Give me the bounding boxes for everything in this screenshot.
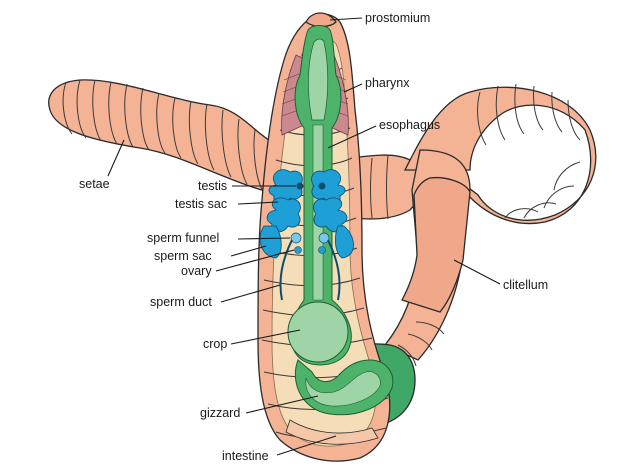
- leader-sperm-duct: [220, 284, 281, 303]
- label-intestine: intestine: [222, 449, 269, 463]
- leader-prostomium: [329, 17, 363, 21]
- label-esophagus: esophagus: [379, 118, 440, 132]
- sperm-funnel-right: [318, 232, 330, 244]
- leader-ovary: [215, 249, 295, 272]
- label-testis-sac: testis sac: [175, 197, 227, 211]
- left-loop-rings: [62, 79, 264, 192]
- leader-pharynx: [343, 83, 363, 93]
- label-prostomium: prostomium: [365, 11, 430, 25]
- label-pharynx: pharynx: [365, 76, 410, 90]
- labels: prostomium pharynx esophagus setae testi…: [79, 11, 548, 463]
- testis-left: [296, 182, 304, 190]
- intestine-shape: [285, 419, 379, 445]
- leader-clitellum: [453, 259, 501, 285]
- testis-sac-right-2: [313, 197, 348, 233]
- testis-sac-left-2: [266, 197, 301, 233]
- leader-sperm-sac: [230, 245, 267, 257]
- leader-esophagus: [327, 125, 377, 149]
- label-testis: testis: [198, 179, 227, 193]
- gizzard-lumen: [305, 371, 381, 407]
- leader-testis-sac: [237, 201, 279, 205]
- label-clitellum: clitellum: [503, 278, 548, 292]
- sperm-funnel-left: [290, 232, 302, 244]
- label-ovary: ovary: [181, 264, 212, 278]
- testis-right: [318, 182, 326, 190]
- sperm-duct-right: [327, 239, 341, 301]
- leader-sperm-funnel: [237, 237, 291, 240]
- leader-lines: [107, 17, 501, 456]
- digestive-tract: [285, 25, 394, 445]
- crop-shape: [287, 301, 349, 363]
- clitellum-band: [401, 176, 471, 313]
- label-sperm-sac: sperm sac: [154, 249, 212, 263]
- testis-sac-left: [268, 169, 303, 205]
- right-rings: [354, 83, 581, 367]
- label-setae: setae: [79, 177, 110, 191]
- ovary-right: [318, 246, 326, 254]
- sperm-sac-right: [334, 225, 354, 259]
- sperm-duct-left: [279, 239, 293, 301]
- ovary-left: [294, 246, 302, 254]
- left-body-loop: [48, 79, 301, 201]
- label-sperm-duct: sperm duct: [150, 295, 212, 309]
- reproductive-organs: [259, 169, 354, 301]
- pharynx-lumen: [308, 38, 329, 121]
- label-crop: crop: [203, 337, 227, 351]
- leader-setae: [107, 139, 125, 177]
- label-gizzard: gizzard: [200, 406, 240, 420]
- leader-gizzard: [245, 395, 319, 414]
- leader-intestine: [276, 435, 337, 456]
- testis-sac-right: [311, 169, 346, 205]
- label-sperm-funnel: sperm funnel: [147, 231, 219, 245]
- leader-crop: [230, 329, 301, 345]
